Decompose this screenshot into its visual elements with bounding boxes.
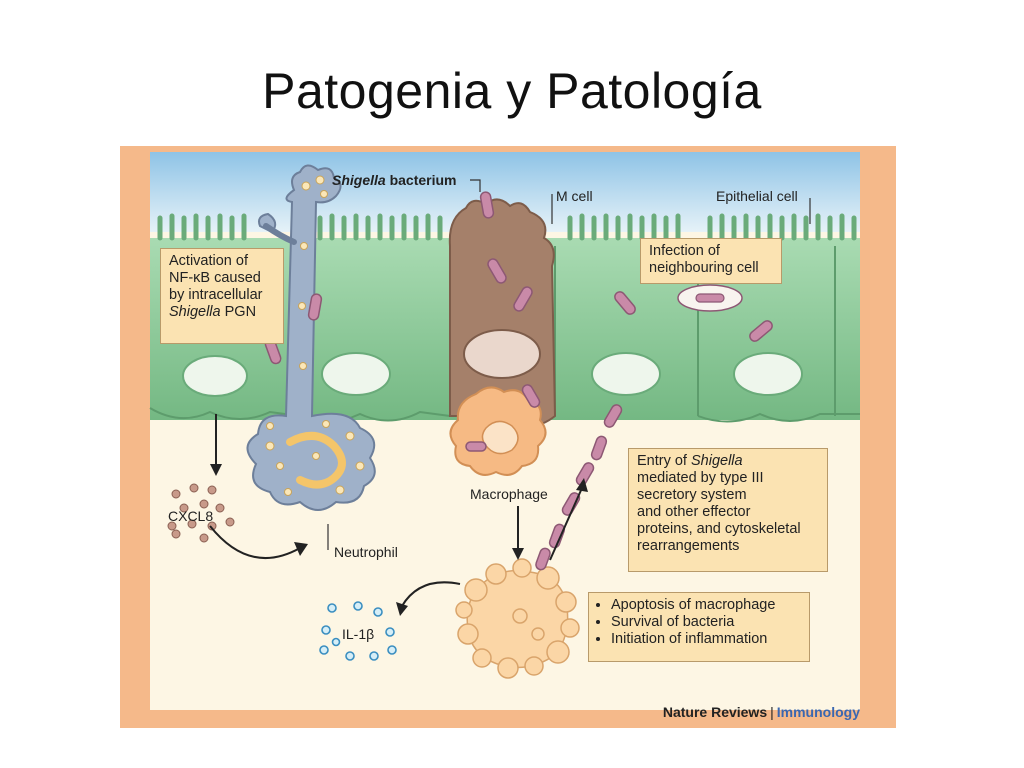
macrophage-label: Macrophage (470, 486, 548, 502)
outcome-item: Apoptosis of macrophage (611, 597, 801, 614)
arrow-cxcl8-neutrophil (209, 525, 301, 560)
outcome-item: Initiation of inflammation (611, 631, 801, 648)
epithelial-nucleus (733, 352, 803, 396)
arrow-il1b (401, 581, 461, 607)
neutrophil-cell (246, 164, 376, 511)
entry-mechanism-box: Entry of Shigella mediated by type III s… (628, 448, 828, 572)
il1b-label: IL-1β (342, 626, 375, 642)
apoptosis-outcomes-box: Apoptosis of macrophage Survival of bact… (588, 592, 810, 662)
epithelial-nucleus (321, 352, 391, 396)
il1b-cytokines (319, 601, 397, 661)
epithelial-cell-label: Epithelial cell (716, 188, 798, 204)
apoptotic-macrophage (455, 558, 580, 679)
outcome-item: Survival of bacteria (611, 614, 801, 631)
flow-arrows (209, 414, 583, 607)
epithelial-nucleus (182, 355, 248, 397)
slide-title: Patogenia y Patología (262, 63, 762, 119)
shigella-pathogenesis-figure: Shigella bacterium M cell Epithelial cel… (120, 146, 896, 728)
m-cell-nucleus (463, 329, 541, 379)
source-credit: Nature Reviews|Immunology (662, 704, 860, 720)
cxcl8-chemokines (167, 483, 235, 543)
shigella-bacterium-label: Shigella bacterium (332, 172, 457, 188)
macrophage-cell (449, 386, 547, 476)
arrow-entry (549, 487, 583, 561)
neutrophil-label: Neutrophil (334, 544, 398, 560)
m-cell-label: M cell (556, 188, 593, 204)
nfkb-activation-box: Activation of NF-κB caused by intracellu… (160, 248, 284, 344)
cxcl8-label: CXCL8 (168, 508, 214, 524)
epithelial-nucleus (591, 352, 661, 396)
infection-neighbouring-box: Infection of neighbouring cell (640, 238, 782, 284)
